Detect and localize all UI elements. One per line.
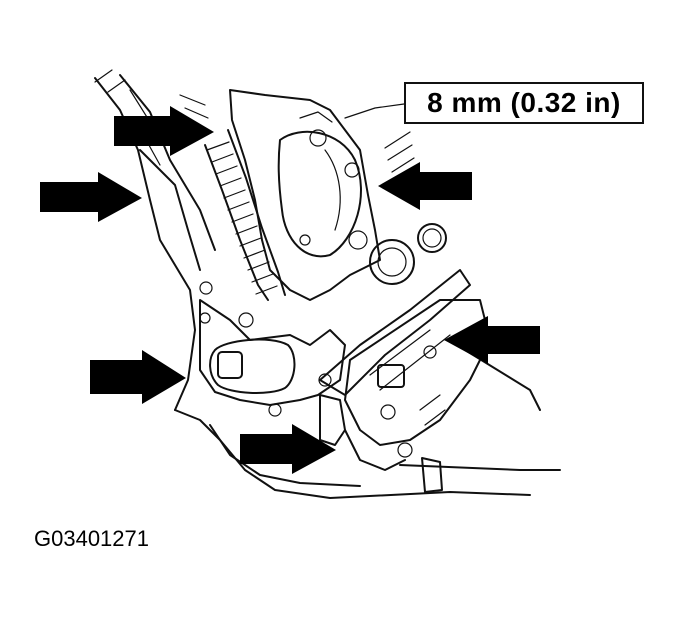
crank-seal: [369, 223, 447, 285]
hatching: [179, 94, 446, 426]
arrow-bottom: [240, 424, 336, 474]
lower-housing: [199, 281, 346, 417]
arrow-right-lower: [444, 316, 540, 364]
callout-leader-line: [344, 103, 405, 119]
callout-text: 8 mm (0.32 in): [427, 87, 621, 118]
figure-id: G03401271: [34, 526, 149, 551]
arrow-left: [40, 172, 142, 222]
torque-callout-box: 8 mm (0.32 in): [404, 82, 644, 124]
arrow-right-upper: [378, 162, 472, 210]
chain-guide-bracket: [318, 269, 541, 493]
arrow-lower-left: [90, 350, 186, 404]
timing-chain: [204, 129, 286, 301]
arrow-top-left: [114, 106, 214, 156]
cam-cover: [229, 89, 381, 301]
